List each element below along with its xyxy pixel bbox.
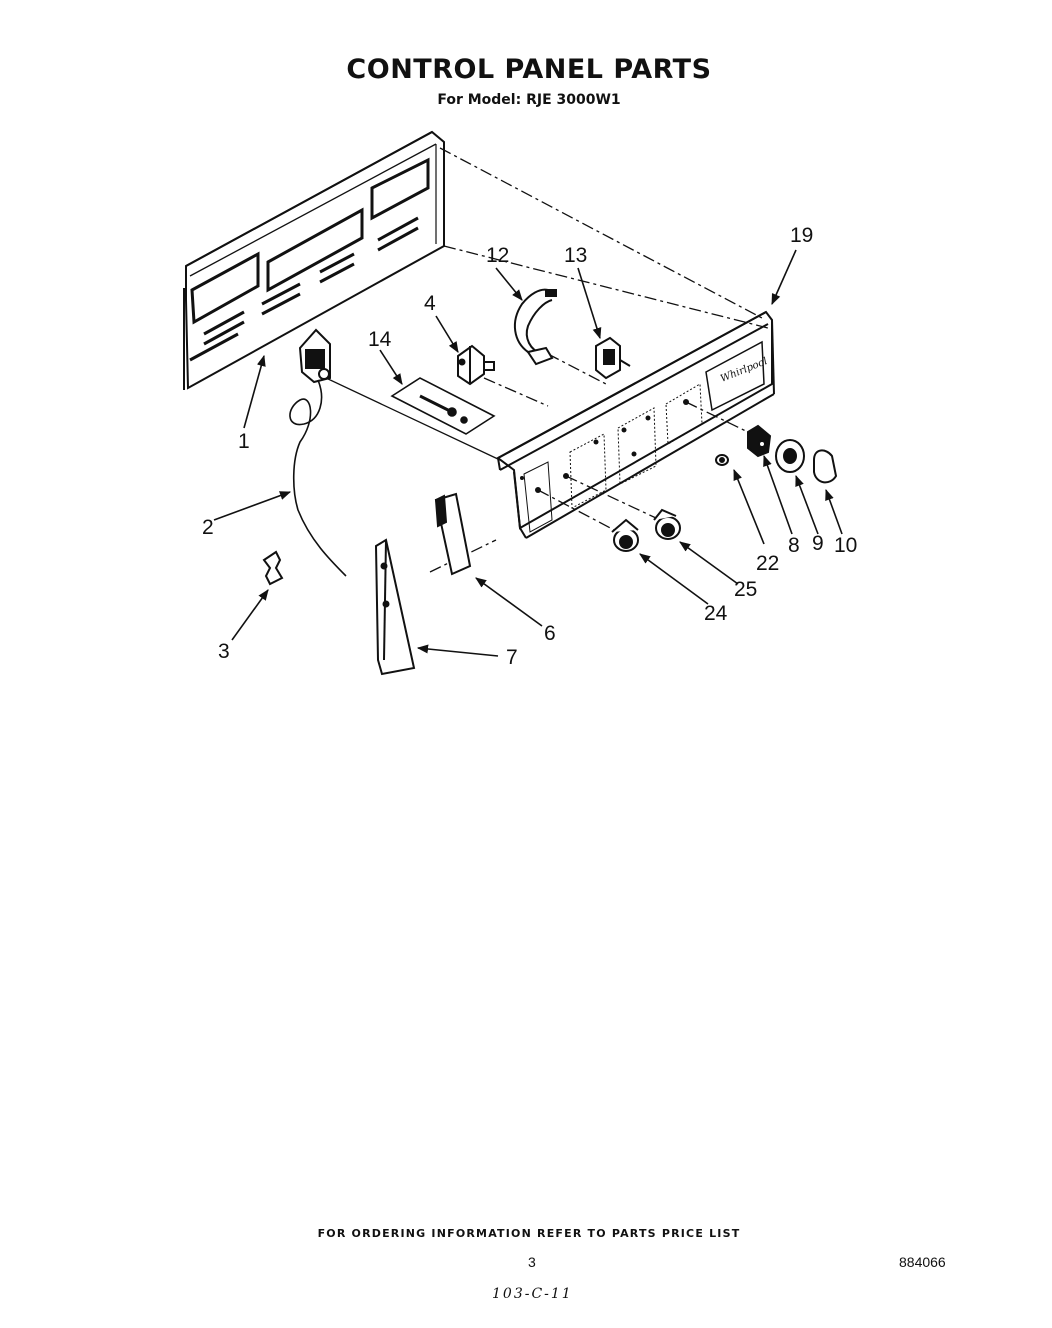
document-number: 884066 [899, 1254, 946, 1270]
callout-24: 24 [704, 602, 728, 625]
rotary-switch-part [595, 336, 631, 380]
callout-3: 3 [218, 640, 230, 663]
callout-19: 19 [790, 224, 813, 247]
callout-14: 14 [368, 328, 392, 351]
callout-6: 6 [544, 622, 556, 645]
clip-part [262, 550, 284, 586]
switch-part [457, 344, 495, 386]
callout-10: 10 [834, 534, 857, 557]
knob-shaft-part [747, 424, 772, 458]
page-title: CONTROL PANEL PARTS [346, 54, 712, 85]
knob-skirt-part [775, 439, 805, 473]
callout-12: 12 [486, 244, 509, 267]
page-number: 3 [528, 1254, 536, 1270]
knob-part-24 [611, 518, 639, 552]
back-panel [183, 130, 445, 390]
thermostat-part [289, 328, 347, 577]
end-bracket-part [434, 492, 472, 576]
callout-4: 4 [424, 292, 436, 315]
callout-7: 7 [506, 646, 518, 669]
callout-25: 25 [734, 578, 757, 601]
callout-labels: 1 2 3 4 6 7 8 9 10 12 13 14 19 22 24 25 [202, 224, 857, 669]
end-cap-part [374, 538, 416, 676]
nut-part [715, 454, 729, 466]
ordering-info: FOR ORDERING INFORMATION REFER TO PARTS … [317, 1227, 741, 1240]
label-plate-part [390, 377, 496, 435]
knob-cap-part [813, 449, 838, 484]
wire-harness-part [513, 288, 557, 366]
callout-8: 8 [788, 534, 800, 557]
callout-1: 1 [238, 430, 250, 453]
callout-22: 22 [756, 552, 779, 575]
model-subtitle: For Model: RJE 3000W1 [437, 92, 621, 108]
handwritten-note: 103-C-11 [492, 1286, 573, 1302]
control-panel-assembly: Whirlpool [496, 310, 775, 539]
callout-9: 9 [812, 532, 824, 555]
callout-2: 2 [202, 516, 214, 539]
knob-part-25 [653, 508, 681, 540]
callout-13: 13 [564, 244, 587, 267]
